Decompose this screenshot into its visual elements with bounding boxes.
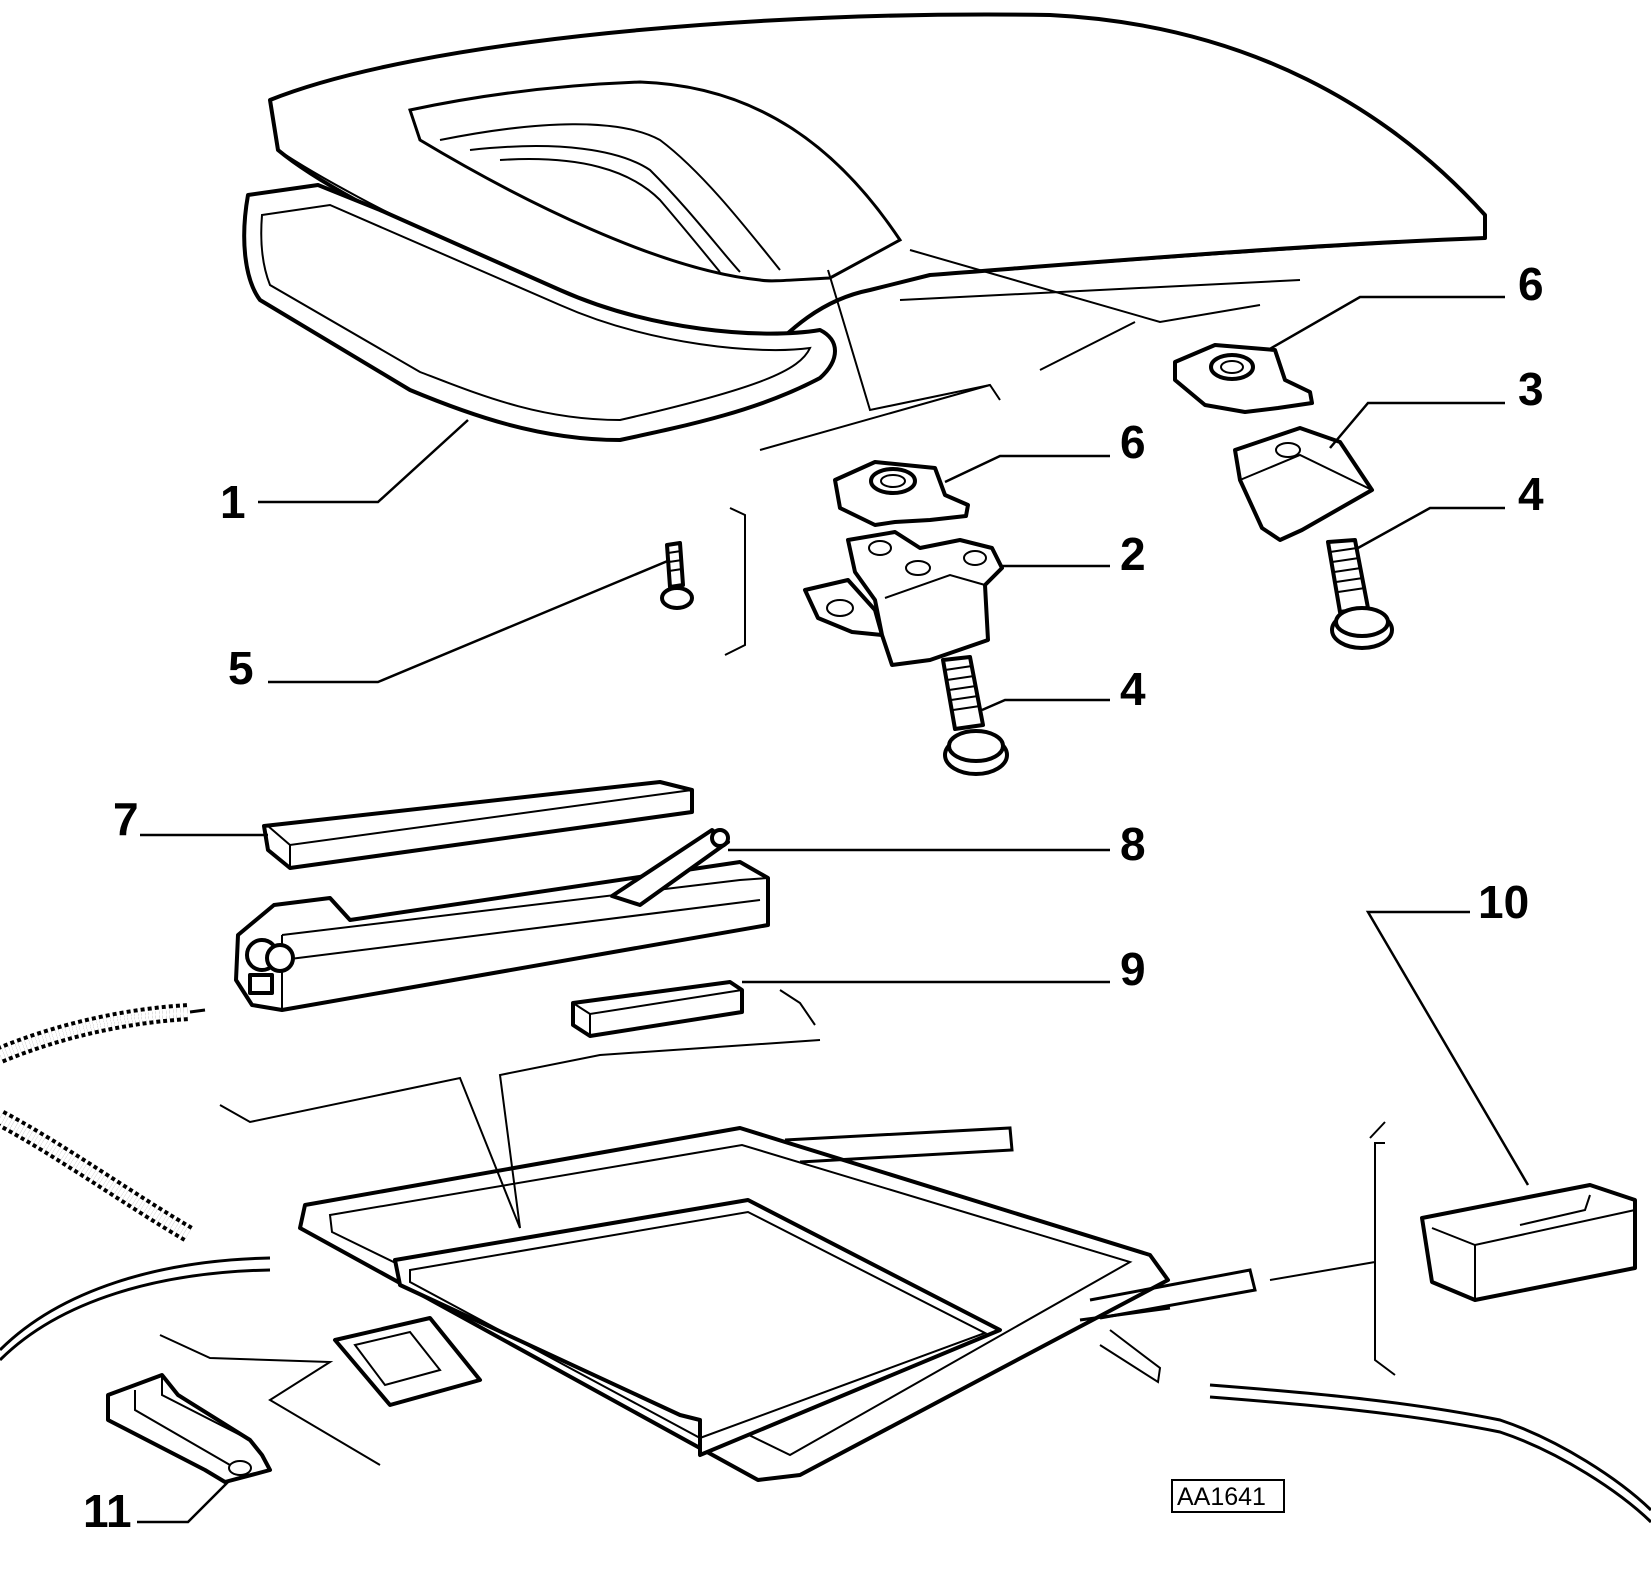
callout-5: 5 <box>228 642 254 694</box>
assembly-guide-lines <box>724 249 1261 656</box>
reference-code-box: AA1641 <box>1171 1479 1285 1513</box>
callout-4-upper: 4 <box>1518 468 1544 520</box>
callout-4-center: 4 <box>1120 663 1146 715</box>
leader-6a <box>1267 295 1505 352</box>
leader-10 <box>1365 910 1530 1186</box>
callout-11: 11 <box>83 1485 132 1537</box>
leader-11 <box>137 1479 231 1524</box>
part-3-spacer-block <box>1233 426 1374 542</box>
part-6-cage-nut-center <box>833 460 970 527</box>
part-2-bracket <box>803 530 1004 667</box>
part-8-guide-rail <box>234 828 770 1012</box>
callout-6-upper: 6 <box>1518 258 1544 310</box>
sunroof-frame <box>298 1126 1257 1482</box>
frame-guide-lines <box>159 1039 1396 1466</box>
leader-1 <box>258 419 469 504</box>
callout-labels: 1 2 3 4 4 5 6 6 7 8 9 10 11 <box>83 258 1544 1537</box>
callout-6-center: 6 <box>1120 416 1146 468</box>
callout-3: 3 <box>1518 363 1544 415</box>
part-11-clip <box>106 1373 272 1484</box>
callout-8: 8 <box>1120 818 1146 870</box>
callout-2: 2 <box>1120 528 1146 580</box>
leader-4a <box>1357 506 1505 550</box>
leader-3 <box>1329 401 1505 449</box>
part-1-glass-panel <box>242 183 837 442</box>
part-6-cage-nut-upper <box>1173 343 1314 414</box>
part-7-trim-strip <box>262 780 694 870</box>
leader-5 <box>268 558 671 684</box>
callout-7: 7 <box>113 793 139 845</box>
callout-1: 1 <box>220 476 246 528</box>
leader-6b <box>944 454 1110 484</box>
part-9-pad <box>571 980 816 1038</box>
part-5-small-screw <box>660 541 694 610</box>
part-4-bolt-upper <box>1326 538 1394 650</box>
part-4-bolt-center <box>941 655 1009 776</box>
drive-cables <box>0 1003 1651 1524</box>
part-10-stop-block <box>1420 1183 1637 1302</box>
callout-9: 9 <box>1120 943 1146 995</box>
callout-10: 10 <box>1478 876 1529 928</box>
leader-4b <box>981 698 1110 712</box>
reference-code: AA1641 <box>1177 1483 1266 1511</box>
leader-lines <box>137 295 1530 1524</box>
